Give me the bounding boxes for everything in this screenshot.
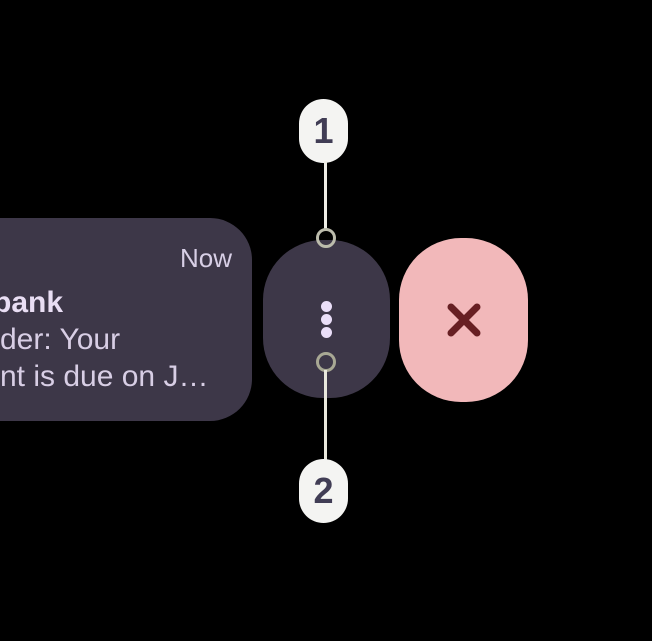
callout-connector-ring-2	[316, 352, 336, 372]
callout-connector-line-2	[324, 370, 327, 461]
notification-dismiss-button[interactable]	[399, 238, 528, 402]
notification-text: bank der: Your nt is due on J…	[0, 284, 208, 395]
notification-body-line-1: der: Your	[0, 323, 121, 356]
notification-title: bank	[0, 286, 64, 319]
callout-badge-2: 2	[299, 459, 348, 523]
kebab-menu-icon	[321, 300, 332, 338]
notification-card[interactable]: Now bank der: Your nt is due on J…	[0, 218, 252, 421]
notification-timestamp: Now	[179, 243, 232, 273]
callout-connector-line-1	[324, 161, 327, 230]
callout-connector-ring-1	[316, 228, 336, 248]
callout-badge-1: 1	[299, 99, 348, 163]
close-icon	[447, 303, 480, 337]
notification-body-line-2: nt is due on J…	[0, 360, 209, 393]
